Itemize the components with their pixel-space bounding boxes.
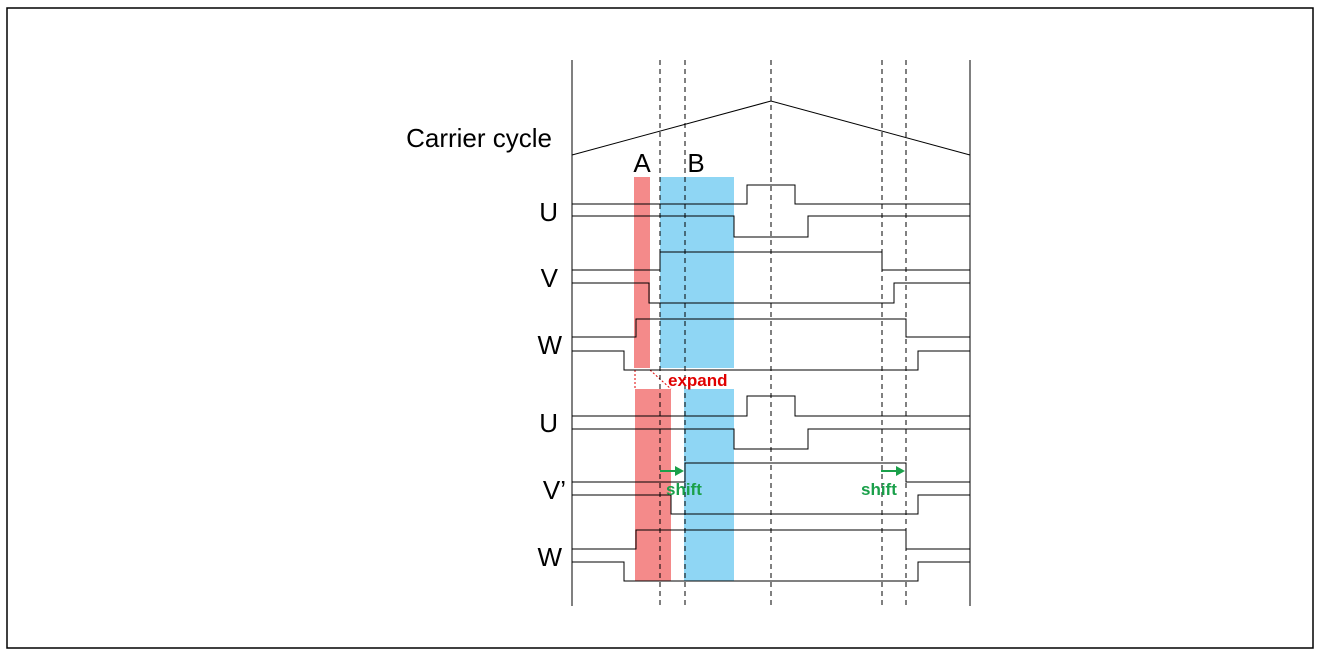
wave-u-top-high: [572, 184, 970, 205]
wave-v-top-high: [572, 251, 970, 271]
wave-w-bottom-high: [572, 529, 970, 550]
wave-u-top-low: [572, 215, 970, 238]
phase-v-prime-label: V’: [543, 475, 566, 505]
phase-u-bottom-label: U: [539, 408, 558, 438]
shift-annotation-right: shift: [861, 480, 897, 499]
region-b-bottom: [684, 389, 734, 581]
diagram-frame: [6, 7, 1314, 649]
phase-w-bottom-label: W: [537, 542, 562, 572]
phase-u-top-label: U: [539, 197, 558, 227]
region-b-top: [660, 177, 734, 368]
region-a-label: A: [633, 148, 651, 178]
shift-arrowhead-right: [896, 466, 905, 476]
region-a-top: [634, 177, 650, 368]
phase-w-top-label: W: [537, 330, 562, 360]
shift-arrowhead-left: [675, 466, 684, 476]
wave-u-bottom-low: [572, 428, 970, 450]
shift-arrows: [660, 466, 905, 476]
wave-u-bottom-high: [572, 395, 970, 417]
wave-w-top-high: [572, 318, 970, 338]
wave-v-top-low: [572, 282, 970, 304]
expand-marker: [634, 369, 672, 390]
region-b-label: B: [687, 148, 704, 178]
waveforms: [572, 184, 970, 582]
wave-w-top-low: [572, 350, 970, 371]
region-a-bottom: [635, 389, 671, 581]
carrier-cycle-label: Carrier cycle: [406, 123, 552, 153]
expand-annotation: expand: [668, 371, 728, 390]
wave-v-prime-high: [572, 462, 970, 483]
wave-w-bottom-low: [572, 561, 970, 582]
carrier-wave: [571, 100, 971, 156]
wave-v-prime-low: [572, 494, 970, 515]
shift-annotation-left: shift: [666, 480, 702, 499]
phase-v-top-label: V: [541, 263, 559, 293]
